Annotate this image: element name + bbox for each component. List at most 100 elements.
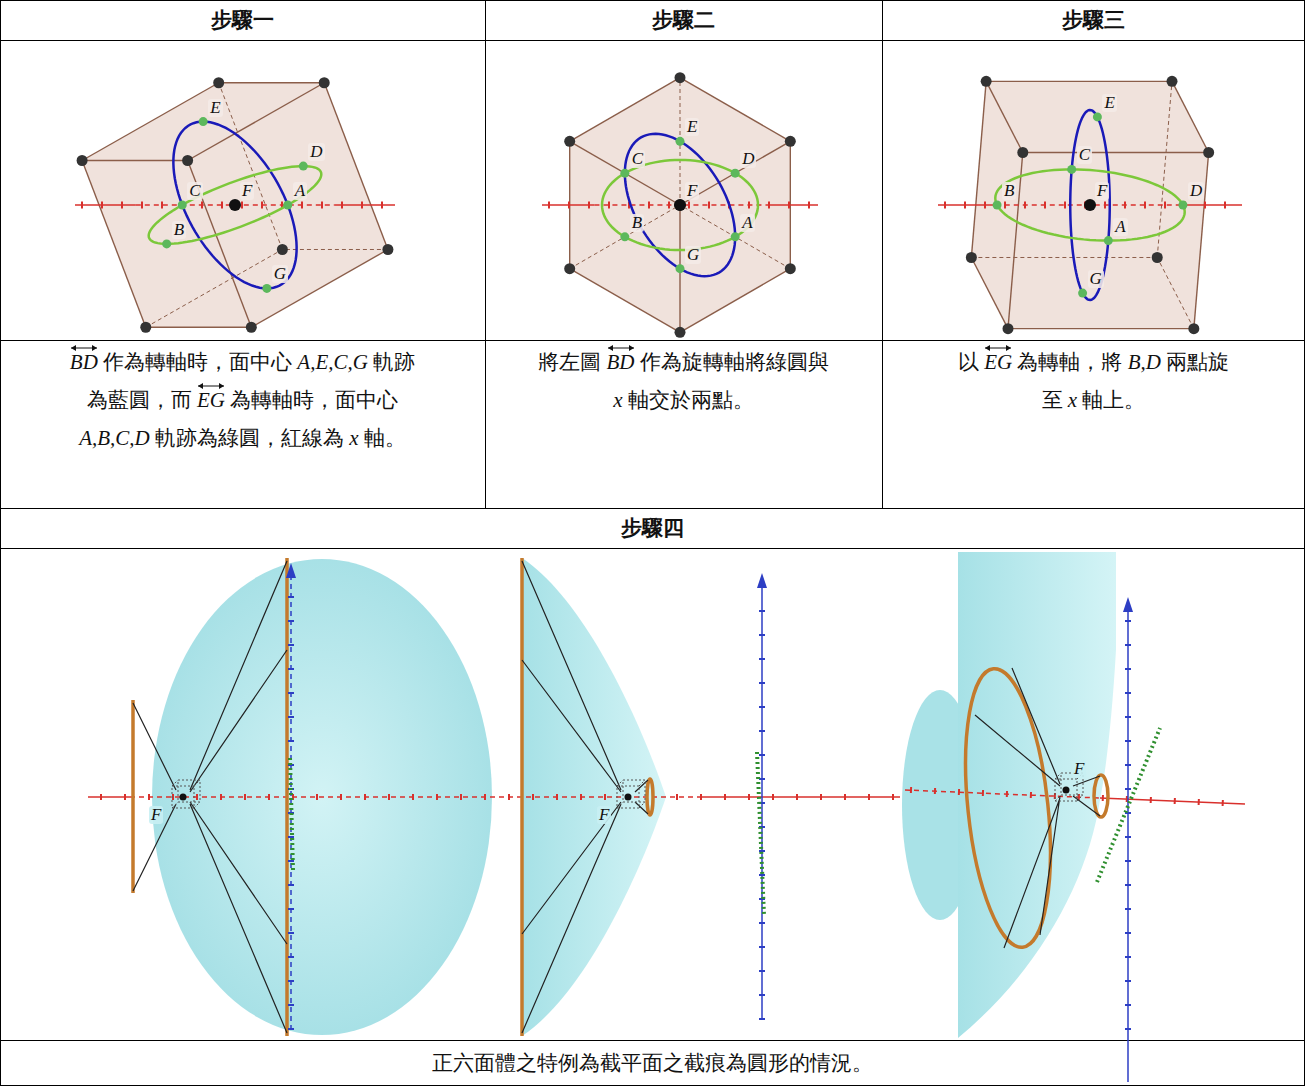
cube-edge <box>1023 152 1209 153</box>
hidden-edge <box>282 249 388 250</box>
line-arrow <box>984 344 1012 352</box>
vertex-dot <box>246 322 257 333</box>
axis-arrowhead <box>286 563 296 578</box>
vertex-dot <box>1203 147 1214 158</box>
step-description: 將左圖 BD 作為旋轉軸將綠圓與 x 軸交於兩點。 <box>538 343 829 419</box>
x-axis-ticks <box>100 794 900 800</box>
face-center-dot <box>731 232 740 241</box>
face-center-dot <box>199 117 208 126</box>
cube-edge <box>82 160 188 161</box>
x-axis-line <box>75 204 136 206</box>
plane-trace <box>757 752 764 915</box>
cube-edge <box>1008 328 1194 329</box>
y-axis <box>761 582 763 1020</box>
vertex-dot <box>981 76 992 87</box>
face-center-dot <box>676 137 685 146</box>
cube-face <box>986 81 1208 152</box>
cube-vertices <box>564 72 796 338</box>
hidden-edge <box>1157 257 1194 328</box>
cone-lines <box>133 561 287 1033</box>
hidden-edge <box>570 205 680 269</box>
cube-face <box>570 78 791 205</box>
table-rule <box>0 548 1305 549</box>
blue-circle <box>625 134 735 276</box>
vertex-dot <box>966 252 977 263</box>
vertex-dot <box>564 263 575 274</box>
face-center-dot <box>676 264 685 273</box>
x-axis-line <box>766 204 818 206</box>
point-label: A <box>293 182 307 200</box>
axis-arrowhead <box>1123 597 1133 612</box>
x-axis-line <box>334 204 395 206</box>
vertex-dot <box>213 77 224 88</box>
cube-view <box>938 76 1242 334</box>
vertex-dot <box>1002 323 1013 334</box>
cube-faces <box>570 78 791 333</box>
cube-edge <box>971 257 1008 328</box>
vertex-dot <box>1152 252 1163 263</box>
table-rule <box>485 0 486 508</box>
section-circle <box>954 665 1063 952</box>
center-dot <box>1063 787 1070 794</box>
cube-edge <box>570 269 680 333</box>
vertex-dot <box>1017 147 1028 158</box>
table-rule <box>0 1040 1305 1041</box>
face-center-dot <box>620 232 629 241</box>
point-label: G <box>1088 270 1104 288</box>
point-label: B <box>1002 182 1016 200</box>
section-circles <box>133 558 1108 1036</box>
y-axis-ticks <box>1125 614 1131 1030</box>
table-rule <box>0 340 1305 341</box>
cube-edge <box>570 141 680 205</box>
plane-trace <box>1097 728 1160 882</box>
cube-edge <box>1172 81 1209 152</box>
cube-edge <box>680 141 790 205</box>
vertex-dot <box>182 155 193 166</box>
center-dot <box>625 794 632 801</box>
cube-edges <box>570 78 791 333</box>
point-label: E <box>685 118 699 136</box>
step-description: BD 作為轉軸時，面中心 A,E,C,G 軌跡為藍圓，而 EG 為轉軸時，面中心… <box>62 343 423 457</box>
center-dot <box>229 199 241 211</box>
cube-edge <box>986 81 1023 152</box>
face-center-dot <box>1178 201 1187 210</box>
blue-circle <box>173 122 296 289</box>
y-axis <box>1127 606 1129 1082</box>
face-center-dot <box>731 169 740 178</box>
table-rule <box>0 40 1305 41</box>
point-label: C <box>187 182 202 200</box>
face-center-dot <box>299 162 308 171</box>
cube-view <box>542 72 818 338</box>
point-label: F <box>685 182 699 200</box>
cube-edge <box>324 83 388 250</box>
table-rule <box>0 508 1305 509</box>
section-circle <box>131 700 135 893</box>
cube-edge <box>219 82 325 83</box>
face-center-dot <box>1078 289 1087 298</box>
blue-circle <box>1070 110 1110 300</box>
point-label: D <box>1188 182 1204 200</box>
cube-edge <box>986 81 1172 82</box>
face-center-dot <box>162 239 171 248</box>
center-dot <box>180 794 187 801</box>
vertex-dot <box>140 322 151 333</box>
point-label: D <box>740 150 756 168</box>
point-label: B <box>172 221 186 239</box>
point-label: F <box>1072 760 1086 778</box>
surface <box>958 552 1116 1038</box>
cube-edge <box>680 269 790 333</box>
point-label: G <box>685 246 701 264</box>
line-arrow <box>607 344 635 352</box>
vertex-dot <box>319 77 330 88</box>
face-center-dot <box>1067 165 1076 174</box>
green-circle <box>602 160 758 250</box>
line-arrow-heads <box>985 345 1011 351</box>
line-arrow <box>197 382 225 390</box>
cube-faces <box>971 81 1208 328</box>
point-label: E <box>208 99 222 117</box>
face-centers <box>162 117 308 293</box>
step-header: 步驟三 <box>882 8 1305 32</box>
face-centers <box>620 137 739 273</box>
